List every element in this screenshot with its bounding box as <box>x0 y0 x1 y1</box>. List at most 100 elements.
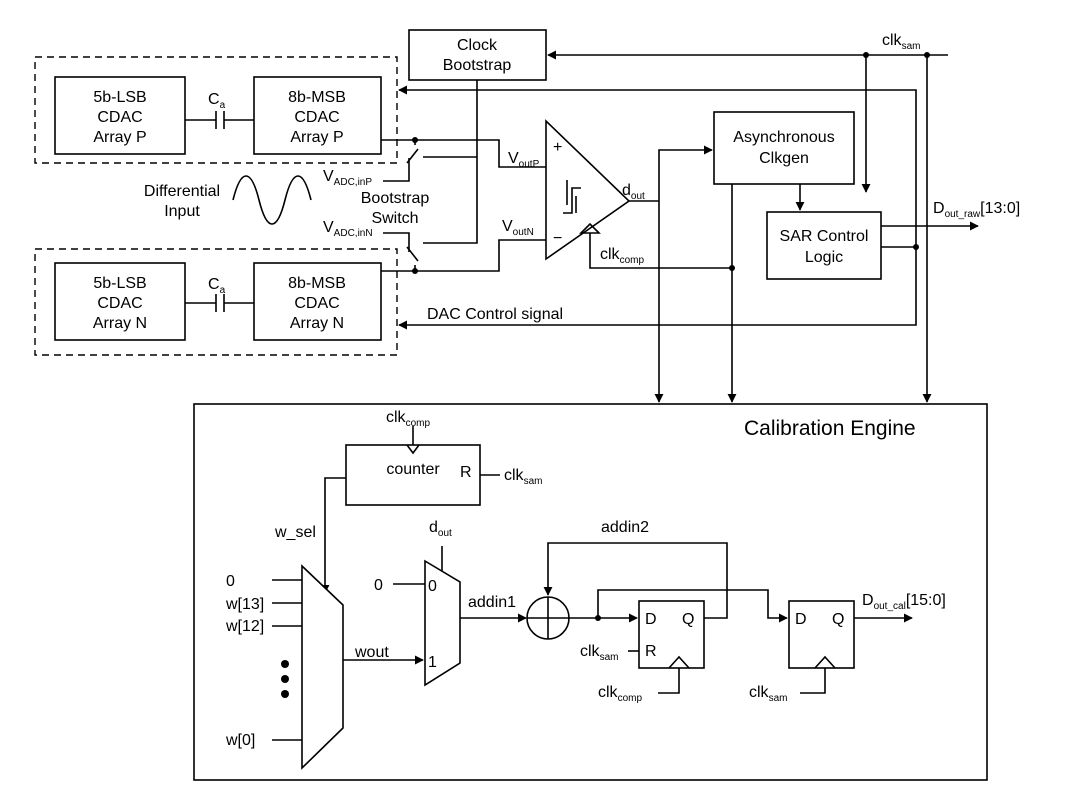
lsb-n-line1: 5b-LSB <box>93 275 146 292</box>
ellipsis-dot-3 <box>281 690 289 698</box>
dout-to-clkgen <box>658 145 713 201</box>
dout-cal-label: Dout_cal[15:0] <box>862 592 946 612</box>
lsb-p-line3: Array P <box>93 129 146 146</box>
mux1-input-w12-label: w[12] <box>225 618 264 635</box>
clk-comp-top-label: clkcomp <box>600 246 644 266</box>
msb-cdac-n-block <box>253 262 382 341</box>
clk-comp-counter-label: clkcomp <box>386 409 430 429</box>
ff2-d-label: D <box>795 611 807 628</box>
addin2-label: addin2 <box>601 519 649 536</box>
ff2-q-label: Q <box>832 611 844 628</box>
select-mux <box>424 559 461 687</box>
dout-label: dout <box>622 182 645 202</box>
comparator-minus: − <box>553 230 562 247</box>
vadc-inp-wire <box>383 158 410 182</box>
mux2-sel1-label: 1 <box>428 654 437 671</box>
calibration-engine-title: Calibration Engine <box>744 417 916 440</box>
ff1-d-label: D <box>645 611 657 628</box>
dout-raw-label: Dout_raw[13:0] <box>933 200 1020 220</box>
voutn-label: VoutN <box>502 218 534 238</box>
dac-control-label: DAC Control signal <box>427 306 563 323</box>
ca-p-label: Ca <box>208 91 226 111</box>
output-ff <box>788 600 855 669</box>
msb-p-line3: Array P <box>290 129 343 146</box>
sine-wave-icon <box>232 175 312 225</box>
mux1-input-wires <box>272 579 302 741</box>
wout-label: wout <box>354 644 389 661</box>
w-sel-label: w_sel <box>274 524 316 541</box>
mux1-input-w0-label: w[0] <box>225 732 255 749</box>
ff1-q-label: Q <box>682 611 694 628</box>
bootstrap-clock-line <box>423 80 478 244</box>
sar-logic-line2: Logic <box>805 249 843 266</box>
adder-to-ff2 <box>597 589 788 623</box>
mux1-input-w13-label: w[13] <box>225 596 264 613</box>
voutn-wire <box>415 239 546 272</box>
dac-control-to-msb-n <box>398 246 917 330</box>
ff1-clk-comp-label: clkcomp <box>598 684 642 704</box>
msb-n-line2: CDAC <box>294 295 339 312</box>
lsb-n-line3: Array N <box>93 315 147 332</box>
differential-input-label-1: Differential <box>144 183 220 200</box>
cdac-n-group <box>34 248 398 356</box>
comparator <box>545 119 631 261</box>
lsb-cdac-p-block <box>54 76 186 155</box>
counter-label: counter <box>386 461 440 478</box>
mux1-input-0-label: 0 <box>226 573 235 590</box>
voutp-wire <box>415 139 546 168</box>
capacitor-ca-p <box>185 111 254 129</box>
sar-control-logic-block <box>766 211 882 280</box>
msb-p-line1: 8b-MSB <box>288 89 346 106</box>
clk-sam-counter-label: clksam <box>504 467 542 487</box>
async-clkgen-line1: Asynchronous <box>733 129 834 146</box>
vadc-inn-wire <box>383 232 410 252</box>
clock-bootstrap-block <box>408 29 547 81</box>
async-clkgen-block <box>713 111 855 185</box>
async-clkgen-line2: Clkgen <box>759 150 809 167</box>
lsb-p-line1: 5b-LSB <box>93 89 146 106</box>
ff1-r-label: R <box>645 643 657 660</box>
vadc-inp-label: VADC,inP <box>323 168 372 188</box>
accumulator-ff <box>638 600 705 669</box>
bootstrap-switch-label-1: Bootstrap <box>361 190 430 207</box>
adder-plus-icon <box>527 597 569 639</box>
msb-n-line1: 8b-MSB <box>288 275 346 292</box>
w-sel-wire <box>320 477 346 594</box>
ff2-clock-icon <box>814 655 836 669</box>
ff2-clk-sam-label: clksam <box>749 684 787 704</box>
comparator-plus: + <box>553 139 562 156</box>
clock-bootstrap-line1: Clock <box>457 37 498 54</box>
mux2-sel0-label: 0 <box>428 578 437 595</box>
ff1-clock-wire <box>658 668 680 694</box>
addin1-label: addin1 <box>468 594 516 611</box>
clk-comp-to-comparator <box>589 233 732 269</box>
ellipsis-dot-2 <box>281 675 289 683</box>
clock-bootstrap-line2: Bootstrap <box>443 57 512 74</box>
clk-sam-top-label: clksam <box>882 32 920 52</box>
msb-n-line3: Array N <box>290 315 344 332</box>
lsb-cdac-n-block <box>54 262 186 341</box>
ca-n-label: Ca <box>208 276 226 296</box>
dac-control-to-msb-p <box>398 85 917 247</box>
lsb-n-line2: CDAC <box>97 295 142 312</box>
ff1-clock-icon <box>668 655 690 669</box>
mux2-zero-input-label: 0 <box>374 577 383 594</box>
counter-clock-icon <box>406 444 420 455</box>
weight-mux <box>301 564 344 770</box>
addin2-feedback-wire <box>543 542 728 619</box>
msb-p-line2: CDAC <box>294 109 339 126</box>
ff2-clock-wire <box>800 668 826 694</box>
differential-input-label-2: Input <box>164 203 200 220</box>
voutp-label: VoutP <box>508 150 540 170</box>
hysteresis-icon <box>563 187 581 214</box>
bootstrap-switch-label-2: Switch <box>371 210 418 227</box>
sar-logic-line1: SAR Control <box>780 228 869 245</box>
msb-cdac-p-block <box>253 76 382 155</box>
counter-block <box>345 444 481 506</box>
vadc-inn-label: VADC,inN <box>323 219 373 239</box>
counter-reset-label: R <box>460 464 472 481</box>
lsb-p-line2: CDAC <box>97 109 142 126</box>
dout-mux-label: dout <box>429 519 452 539</box>
ellipsis-dot-1 <box>281 660 289 668</box>
